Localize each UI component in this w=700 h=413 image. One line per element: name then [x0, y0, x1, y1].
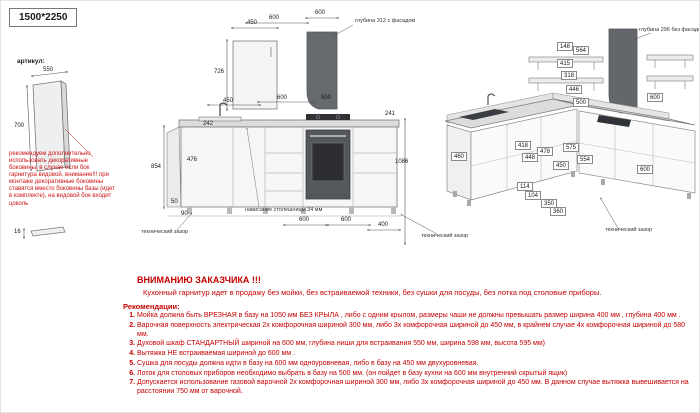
tech-gap-3d: технический зазор — [605, 227, 653, 233]
side-panel-note: рекомендуем дополнительно использовать д… — [9, 151, 115, 207]
dim-16: 16 — [14, 229, 21, 235]
recommendation-item: Сушка для посуды должна идти в базу на 6… — [137, 360, 697, 369]
dim-114: 114 — [517, 182, 533, 191]
wall-cabinet — [232, 40, 278, 110]
dim-600-mid: 600 — [277, 95, 288, 101]
sink-3d — [459, 109, 509, 120]
dim-600-3d-top: 600 — [647, 93, 664, 102]
faucet-3d — [487, 93, 496, 105]
dim-476: 476 — [187, 157, 198, 163]
dim-550: 550 — [43, 67, 54, 73]
dim-854: 854 — [151, 164, 162, 170]
elevation-drawing — [163, 17, 438, 245]
dim-700: 700 — [14, 123, 25, 129]
corner-wall-unit — [306, 31, 338, 110]
dim-1086: 1086 — [395, 159, 409, 165]
dim-450-3d: 450 — [553, 161, 570, 170]
sink — [198, 116, 242, 122]
decor-panel-drawing — [23, 70, 94, 239]
dim-478: 478 — [537, 147, 554, 156]
dim-415: 415 — [557, 59, 574, 68]
open-base-cabinets — [578, 110, 696, 194]
dim-575: 575 — [563, 143, 580, 152]
dim-90: 90 — [181, 211, 188, 217]
cooktop-3d — [597, 115, 631, 127]
dim-360: 360 — [550, 207, 567, 216]
dim-450-mid: 450 — [223, 98, 234, 104]
tech-gap-left: технический зазор — [141, 229, 189, 235]
depth-note-296: глубина 296 без фасадов — [639, 27, 700, 33]
depth-note-312: глубина 312 с фасадом — [355, 18, 416, 24]
wall-shelf — [646, 75, 694, 82]
dim-500: 500 — [573, 98, 590, 107]
wall-shelf — [646, 54, 694, 61]
dim-50: 50 — [171, 199, 178, 205]
dim-450-top: 450 — [247, 20, 258, 26]
recommendation-item: Мойка должна быть ВРЕЗНАЯ в базу на 1050… — [137, 312, 697, 321]
dim-418: 418 — [515, 141, 532, 150]
notice-body: Кухонный гарнитур идет в продажу без мой… — [143, 288, 602, 298]
dim-600-corner: 600 — [315, 10, 326, 16]
recommendation-item: Духовой шкаф СТАНДАРТНЫЙ шириной на 600 … — [137, 340, 697, 349]
size-box: 1500*2250 — [9, 8, 78, 27]
recommendation-item: Лоток для столовых приборов необходимо в… — [137, 370, 697, 379]
dim-400: 400 — [378, 222, 389, 228]
dim-600-3d-base: 600 — [637, 165, 654, 174]
recommendation-item: Вытяжка НЕ встраиваемая шириной до 600 м… — [137, 350, 697, 359]
corner-wall-unit-3d — [608, 28, 638, 114]
dim-241: 241 — [385, 111, 396, 117]
dim-318: 318 — [561, 71, 578, 80]
dim-726: 726 — [214, 69, 225, 75]
overhang-note: нависание столешницы 34 мм — [245, 207, 323, 213]
plinth-strip — [30, 226, 66, 237]
notice-title: ВНИМАНИЮ ЗАКАЗЧИКА !!! — [137, 275, 261, 285]
recommendations-list: Мойка должна быть ВРЕЗНАЯ в базу на 1050… — [123, 312, 697, 397]
dim-900: 900 — [321, 95, 332, 101]
dim-460: 460 — [451, 152, 468, 161]
artikul-label: артикул: — [17, 58, 45, 65]
customer-notice: ВНИМАНИЮ ЗАКАЗЧИКА !!! Кухонный гарнитур… — [123, 275, 697, 398]
recommendation-item: Допускается использование газовой варочн… — [137, 379, 697, 397]
dim-242: 242 — [203, 121, 214, 127]
technical-drawing — [23, 17, 696, 245]
recommendation-item: Варочная поверхность электрическая 2х ко… — [137, 322, 697, 340]
dim-148: 148 — [557, 42, 574, 51]
recommendations-label: Рекомендации: — [123, 301, 180, 311]
dim-564: 564 — [573, 46, 590, 55]
faucet — [219, 102, 228, 116]
base-cabinets — [180, 126, 398, 208]
dim-104: 104 — [525, 191, 542, 200]
dim-350: 350 — [541, 199, 558, 208]
dim-600-bottom-2: 600 — [341, 217, 352, 223]
tech-gap-right: технический зазор — [421, 233, 469, 239]
cooktop — [306, 114, 350, 120]
note-leader-line — [64, 128, 94, 158]
dim-448: 448 — [522, 153, 539, 162]
dim-600-bottom-1: 600 — [299, 217, 310, 223]
dim-554: 554 — [577, 155, 594, 164]
dim-446: 446 — [566, 85, 583, 94]
dim-600-top: 600 — [269, 15, 280, 21]
